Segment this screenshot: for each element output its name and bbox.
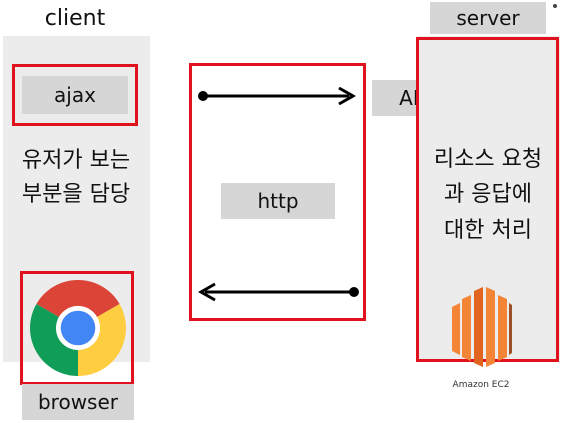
request-response-arrows (197, 86, 359, 302)
server-description-line-1: 리소스 요청 (433, 147, 543, 172)
chrome-logo-icon (30, 280, 126, 376)
http-label: http (221, 183, 335, 219)
server-title: server (430, 2, 546, 34)
amazon-ec2-icon (450, 285, 512, 369)
response-arrow (197, 282, 359, 302)
client-title: client (44, 6, 106, 31)
browser-highlight-box (20, 271, 134, 385)
client-description-line-1: 유저가 보는 (21, 148, 131, 173)
client-description-line-2: 부분을 담당 (21, 182, 131, 207)
ajax-label: ajax (22, 76, 128, 114)
server-description-line-3: 대한 처리 (444, 218, 532, 243)
ajax-highlight-box (12, 64, 138, 126)
corner-dot (553, 4, 557, 8)
ec2-caption: Amazon EC2 (452, 380, 510, 390)
server-description-line-2: 과 응답에 (444, 182, 532, 207)
browser-label: browser (22, 384, 134, 420)
request-arrow (198, 86, 357, 106)
